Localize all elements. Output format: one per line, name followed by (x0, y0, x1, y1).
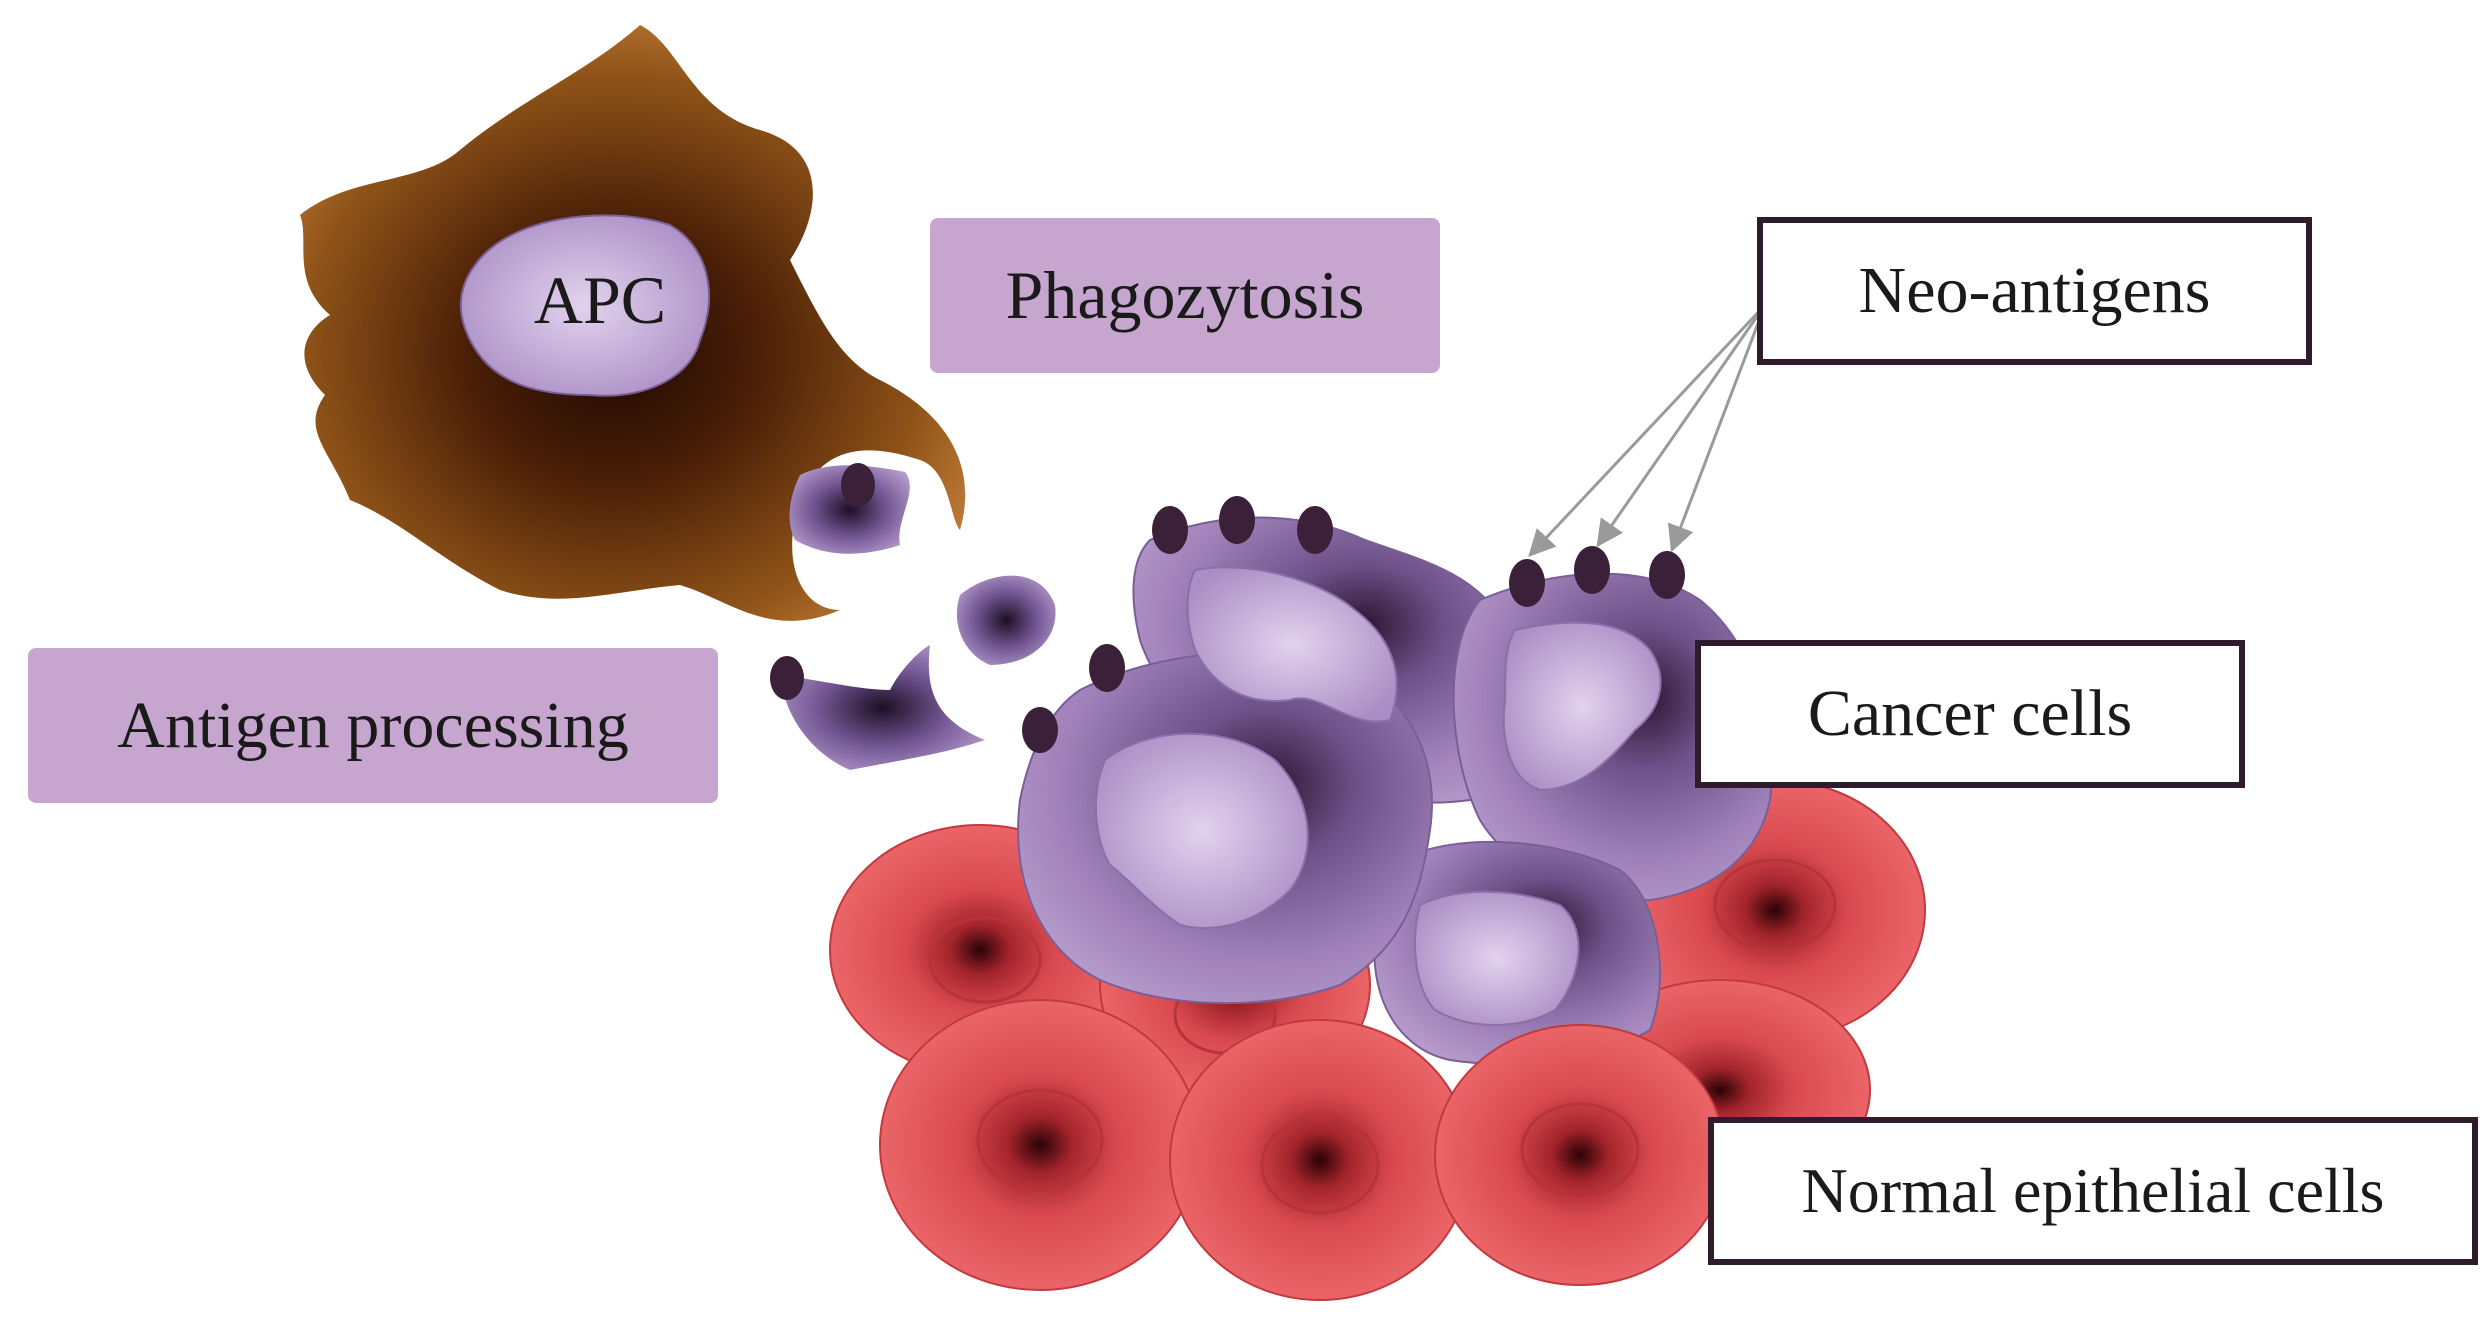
epithelial-nucleus (1260, 1115, 1380, 1215)
neo-antigen (1649, 551, 1685, 599)
pointer-arrow (1528, 303, 1767, 557)
neo-antigen-markers (770, 463, 1685, 753)
fragment (789, 465, 910, 554)
neo-antigen (1509, 559, 1545, 607)
neo-antigen (1297, 506, 1333, 554)
cancer-nucleus (1186, 566, 1398, 723)
cancer-cells-label: Cancer cells (1695, 640, 2245, 788)
fragment (780, 645, 985, 770)
cancer-nucleus (1414, 890, 1580, 1026)
epithelial-nucleus (1713, 858, 1837, 952)
neo-antigen (841, 463, 875, 507)
phagocytosis-label: Phagozytosis (930, 218, 1440, 373)
epithelial-cell (1434, 1024, 1726, 1286)
epithelial-nucleus (1520, 1102, 1640, 1198)
apc-label: APC (533, 261, 667, 338)
antigen-fragments (780, 465, 1056, 770)
epithelial-nucleus (976, 1088, 1104, 1192)
pointer-arrow (1596, 304, 1767, 548)
neo-antigen (1089, 644, 1125, 692)
neo-antigen (770, 656, 804, 700)
cancer-nucleus (1502, 621, 1662, 792)
neo-antigen-arrows (1528, 303, 1767, 557)
antigen-processing-label: Antigen processing (28, 648, 718, 803)
cancer-cells (1017, 516, 1773, 1065)
neo-antigens-label: Neo-antigens (1757, 217, 2312, 365)
epithelial-cell (1169, 1019, 1471, 1301)
cancer-nucleus (1095, 732, 1309, 929)
apc-nucleus (459, 214, 710, 397)
pointer-arrow (1668, 304, 1767, 553)
neo-antigen (1152, 506, 1188, 554)
epithelial-cell (879, 999, 1201, 1291)
neo-antigen (1574, 546, 1610, 594)
epithelial-nucleus (928, 916, 1042, 1004)
fragment (956, 575, 1056, 665)
normal-epithelial-cells-front (879, 999, 1726, 1301)
apc-cell (300, 25, 966, 621)
normal-epithelial-cells-label: Normal epithelial cells (1708, 1117, 2478, 1265)
neo-antigen (1219, 496, 1255, 544)
neo-antigen (1022, 707, 1058, 753)
